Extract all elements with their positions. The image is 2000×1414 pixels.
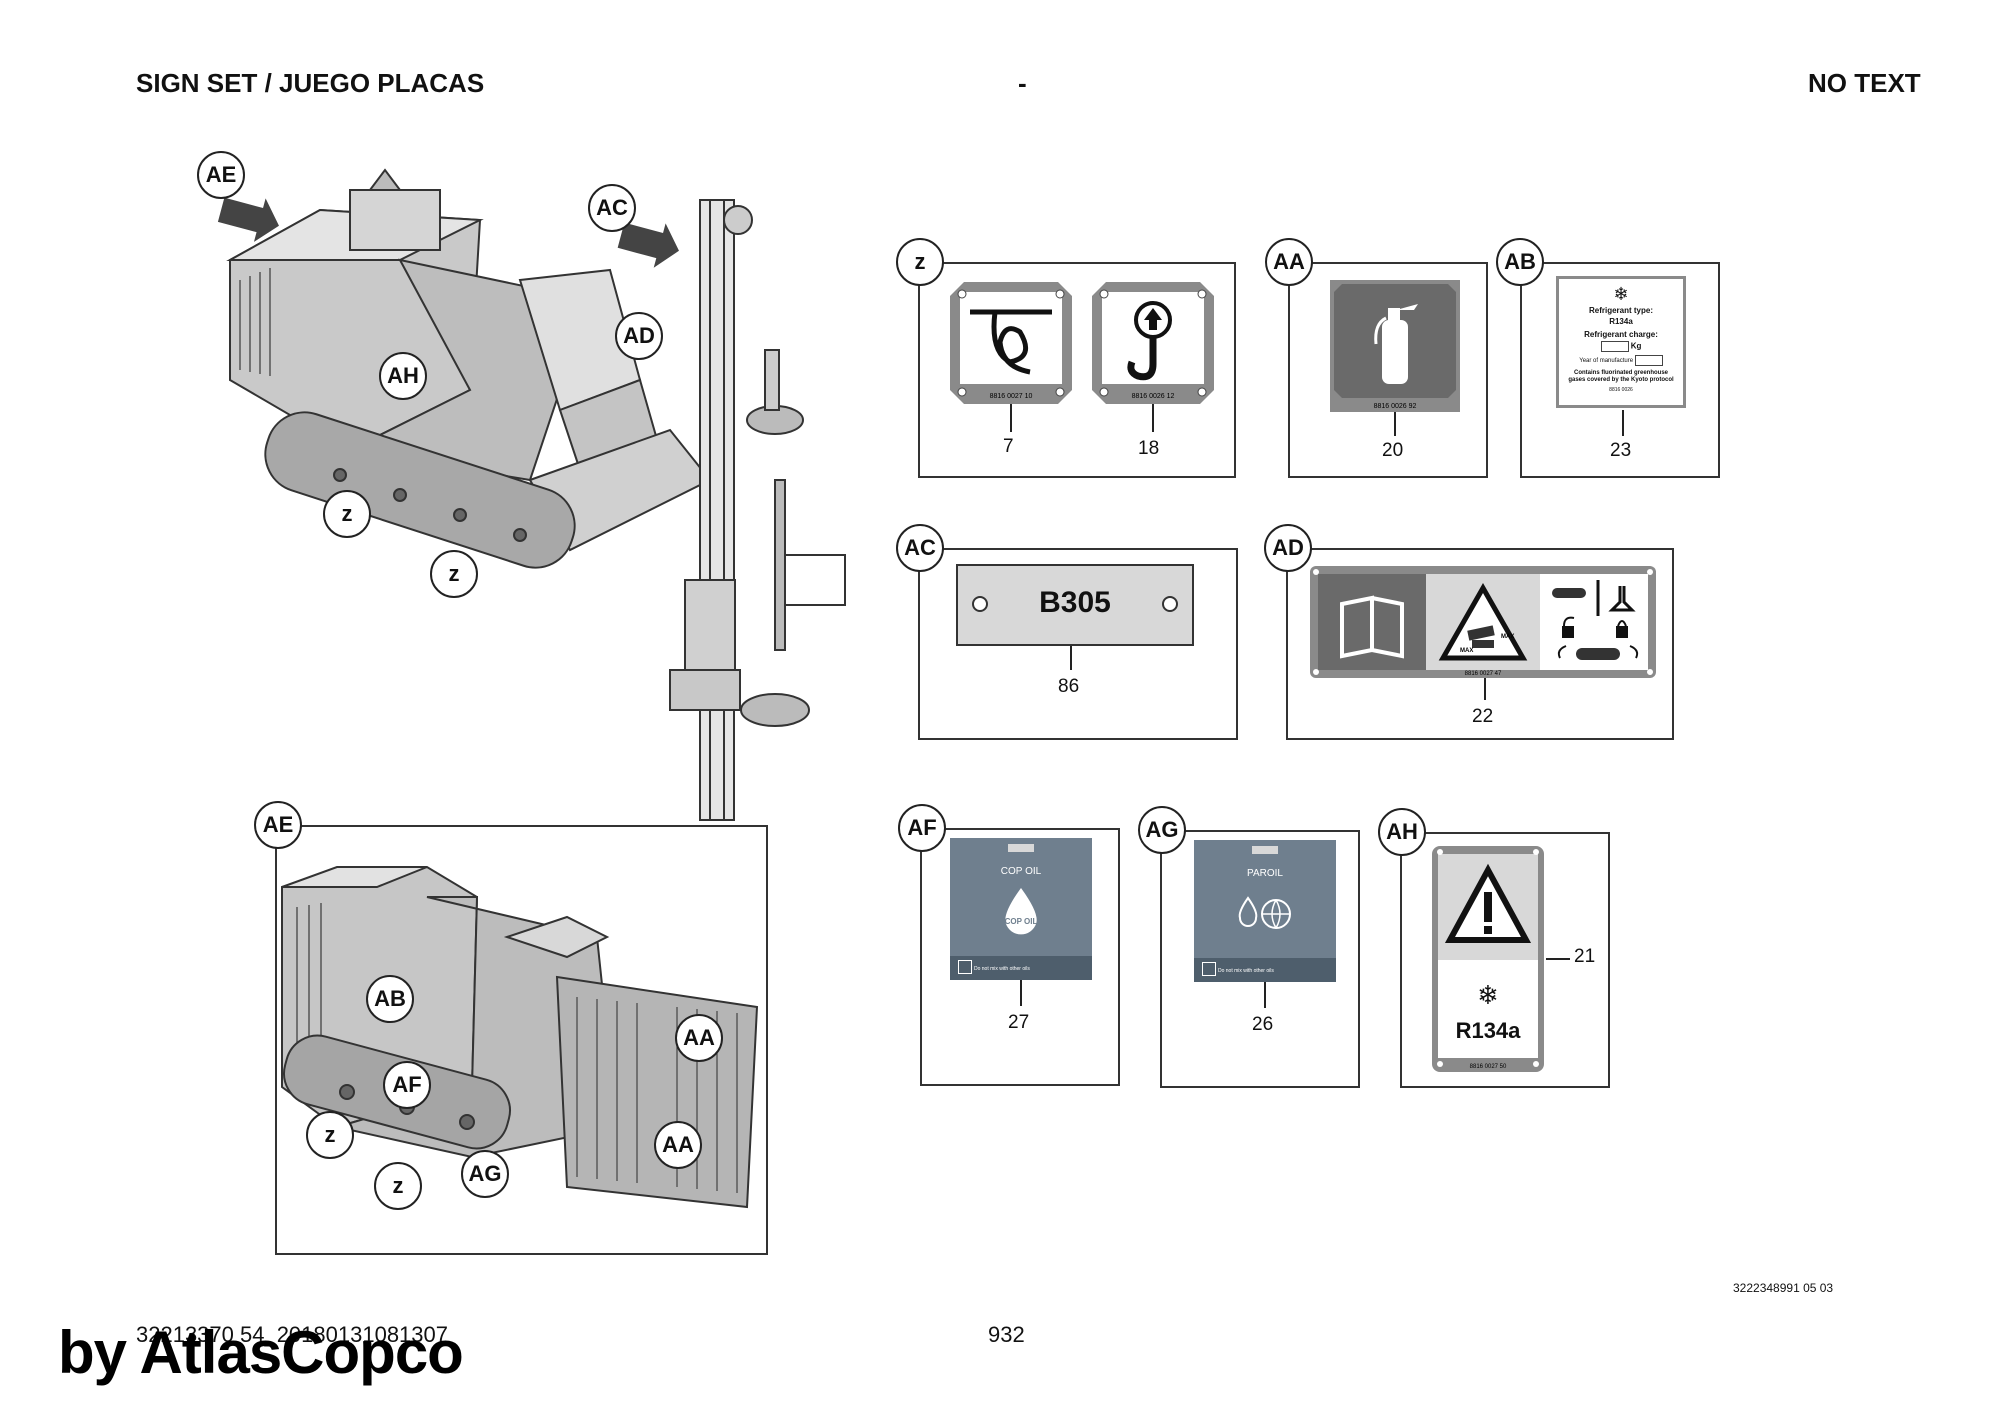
code-18: 8816 0026 12 [1132, 393, 1175, 400]
item-number-27: 27 [1008, 1012, 1030, 1033]
hook-sign: 8816 0026 12 [1092, 282, 1214, 404]
code-23: 8816 0026 [1609, 387, 1633, 394]
brand-logo [1008, 844, 1034, 852]
panel-af: COP OIL COP OIL Do not mix with other oi… [920, 828, 1120, 1086]
panel-aa: 8816 0026 92 20 [1288, 262, 1488, 478]
callout-z-bottom-1: z [306, 1111, 354, 1159]
code-22: 8816 0027 47 [1465, 671, 1502, 677]
callout-ab-panel: AB [1496, 238, 1544, 286]
snowflake-icon: ❄ [1613, 284, 1629, 304]
fire-extinguisher-sign: 8816 0026 92 [1330, 280, 1460, 412]
max-label-1: MAX [1501, 634, 1514, 640]
item-number-21: 21 [1574, 946, 1596, 967]
panel-ac: B305 86 [918, 548, 1238, 740]
refrigerant-charge-label: Refrigerant charge: [1584, 330, 1658, 340]
callout-af-panel: AF [898, 804, 946, 852]
callout-ac-top: AC [588, 184, 636, 232]
charge-row: Kg [1559, 340, 1683, 352]
kyoto-note: Contains fluorinated greenhouse gases co… [1568, 369, 1674, 384]
callout-ad-panel: AD [1264, 524, 1312, 572]
af-footer: Do not mix with other oils [974, 966, 1030, 972]
callout-ad-top: AD [615, 312, 663, 360]
detail-view-frame [275, 825, 768, 1255]
oil-drop-icon: COP OIL [1005, 888, 1038, 935]
info-icon [1202, 962, 1216, 976]
ag-footer: Do not mix with other oils [1218, 968, 1274, 974]
item-number-22: 22 [1472, 706, 1494, 727]
callout-aa-bottom-1: AA [675, 1014, 723, 1062]
callout-ag-bottom: AG [461, 1150, 509, 1198]
refrigerant-warning-sign: ❄ R134a 8816 0027 50 [1432, 846, 1544, 1072]
info-icon [958, 960, 972, 974]
paroil-label: PAROIL Do not mix with other oils [1194, 840, 1336, 982]
panel-ag: PAROIL Do not mix with other oils 26 [1160, 830, 1360, 1088]
refrigerant-label-sticker: ❄ Refrigerant type: R134a Refrigerant ch… [1556, 276, 1686, 408]
callout-ac-panel: AC [896, 524, 944, 572]
code-21: 8816 0027 50 [1470, 1064, 1507, 1070]
drop-text: COP OIL [1005, 917, 1038, 926]
cop-oil-title: COP OIL [1000, 866, 1042, 877]
item-number-86: 86 [1058, 676, 1080, 697]
charge-unit: Kg [1630, 341, 1642, 351]
panel-ab: ❄ Refrigerant type: R134a Refrigerant ch… [1520, 262, 1720, 478]
refrigerant-type-value: R134a [1609, 316, 1633, 326]
page-number: 932 [988, 1322, 1025, 1347]
item-number-18: 18 [1138, 438, 1160, 459]
callout-z-bottom-2: z [374, 1162, 422, 1210]
svg-text:i: i [1369, 620, 1374, 640]
document-code: 3222348991 05 03 [1733, 1281, 1834, 1295]
model-plate: B305 [956, 564, 1194, 646]
snowflake-icon: ❄ [1477, 981, 1499, 1011]
panel-ad: i MAX MAX 8816 0027 47 22 [1286, 548, 1674, 740]
cop-oil-label: COP OIL COP OIL Do not mix with other oi… [950, 838, 1092, 980]
track-safety-sign: i MAX MAX 8816 0027 47 [1310, 566, 1656, 678]
callout-aa-panel: AA [1265, 238, 1313, 286]
callout-ah-panel: AH [1378, 808, 1426, 856]
callout-ah-top: AH [379, 352, 427, 400]
callout-ae-top: AE [197, 151, 245, 199]
year-label: Year of manufacture [1579, 357, 1634, 364]
callout-aa-bottom-2: AA [654, 1121, 702, 1169]
header-title: SIGN SET / JUEGO PLACAS [136, 68, 485, 98]
year-row: Year of manufacture [1559, 354, 1683, 366]
drop-and-ball-icon [1238, 896, 1291, 929]
callout-z-top-2: z [430, 550, 478, 598]
callout-z-top-1: z [323, 490, 371, 538]
callout-z-panel: z [896, 238, 944, 286]
callout-ae-bottom: AE [254, 801, 302, 849]
item-number-26: 26 [1252, 1014, 1274, 1035]
callout-af-bottom: AF [383, 1061, 431, 1109]
panel-z: 8816 0027 10 8816 0026 12 7 18 [918, 262, 1236, 478]
paroil-title: PAROIL [1247, 868, 1283, 879]
code-20: 8816 0026 92 [1374, 403, 1417, 410]
panel-ah: ❄ R134a 8816 0027 50 21 [1400, 832, 1610, 1088]
brand-logo [1252, 846, 1278, 854]
callout-ag-panel: AG [1138, 806, 1186, 854]
header-right: NO TEXT [1808, 68, 1921, 98]
drill-rig-top-view [217, 168, 846, 821]
code-7: 8816 0027 10 [990, 393, 1033, 400]
item-number-23: 23 [1610, 440, 1632, 461]
lifting-point-sign: 8816 0027 10 [950, 282, 1072, 404]
item-number-7: 7 [1003, 436, 1014, 457]
r134a-text: R134a [1456, 1018, 1522, 1043]
model-plate-text: B305 [1039, 586, 1111, 619]
watermark: by AtlasCopco [58, 1319, 464, 1386]
header-center: - [1018, 68, 1027, 98]
document-id: 32213370 54_20180131081307 [136, 1322, 448, 1347]
refrigerant-type-label: Refrigerant type: [1588, 306, 1653, 316]
item-number-20: 20 [1382, 440, 1404, 461]
callout-ab-bottom: AB [366, 975, 414, 1023]
max-label-2: MAX [1460, 648, 1473, 654]
